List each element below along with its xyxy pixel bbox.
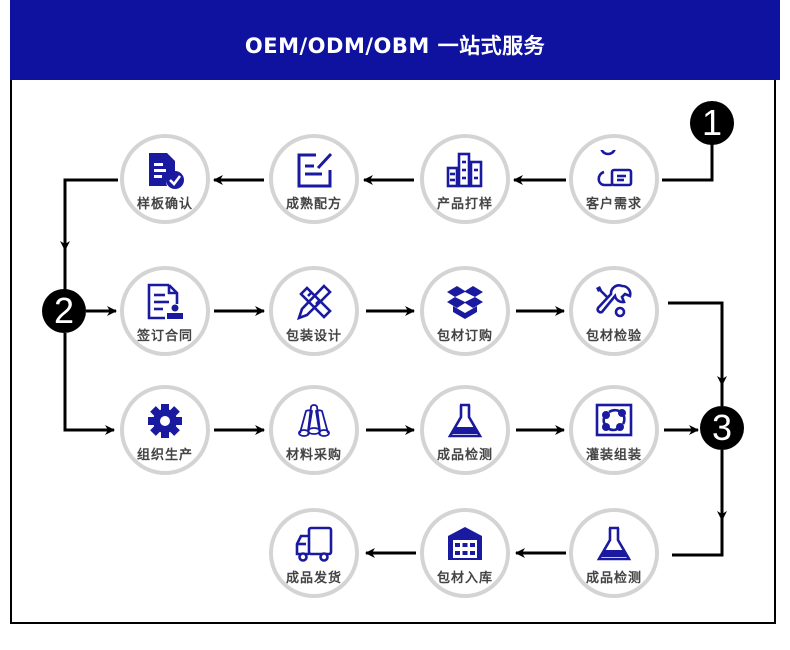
step-label: 成品检测 (436, 448, 493, 463)
step-customer-demand: 客户需求 (569, 134, 659, 224)
step-mature-formula: 成熟配方 (269, 134, 359, 224)
step-organize-production: 组织生产 (120, 385, 210, 475)
step-filling-assembly: 灌装组装 (569, 385, 659, 475)
step-label: 包材入库 (436, 571, 493, 586)
step-packaging-storage: 包材入库 (420, 508, 510, 598)
bar-columns-icon (446, 152, 483, 188)
step-packaging-inspection: 包材检验 (569, 266, 659, 356)
step-label: 签订合同 (136, 329, 193, 344)
step-sign-contract: 签订合同 (120, 266, 210, 356)
gear-icon (148, 404, 182, 438)
step-packaging-design: 包装设计 (269, 266, 359, 356)
step-label: 客户需求 (585, 197, 642, 212)
step-sample-confirmation: 样板确认 (120, 134, 210, 224)
diagram-frame (10, 80, 776, 624)
connector-8-marker3 (668, 301, 727, 386)
cylinders-icon (298, 404, 330, 437)
step-product-testing: 成品检测 (420, 385, 510, 475)
flask-icon (596, 526, 632, 561)
contract-stamp-icon (147, 283, 183, 320)
step-label: 成熟配方 (285, 197, 342, 212)
flask-icon (447, 403, 483, 438)
open-box-icon (447, 286, 483, 319)
pencil-ruler-icon (296, 284, 332, 321)
step-material-purchasing: 材料采购 (269, 385, 359, 475)
user-card-icon (597, 150, 633, 187)
step-product-sampling: 产品打样 (420, 134, 510, 224)
step-label: 成品检测 (585, 571, 642, 586)
connector-marker2-9 (63, 333, 115, 435)
step-marker-2: 2 (42, 289, 86, 333)
cycle-frame-icon (595, 403, 633, 437)
warehouse-icon (448, 527, 482, 560)
step-final-testing: 成品检测 (569, 508, 659, 598)
step-label: 产品打样 (436, 197, 493, 212)
document-check-icon (149, 153, 184, 189)
step-marker-1: 1 (690, 101, 734, 145)
edit-document-icon (297, 152, 333, 188)
step-label: 样板确认 (136, 197, 193, 212)
step-packaging-ordering: 包材订购 (420, 266, 510, 356)
connector-marker3-13 (672, 518, 724, 557)
wrench-screwdriver-icon (596, 284, 632, 318)
step-label: 材料采购 (285, 448, 342, 463)
connector-4-marker2 (63, 178, 118, 250)
step-product-shipping: 成品发货 (269, 508, 359, 598)
step-label: 灌装组装 (585, 448, 642, 463)
truck-icon (295, 526, 333, 562)
step-label: 包材检验 (585, 329, 642, 344)
page-title: OEM/ODM/OBM 一站式服务 (244, 34, 546, 58)
step-label: 包装设计 (285, 329, 342, 344)
header-banner: OEM/ODM/OBM 一站式服务 (10, 0, 780, 80)
step-label: 包材订购 (436, 329, 493, 344)
step-label: 组织生产 (136, 448, 193, 463)
step-marker-3: 3 (700, 406, 744, 450)
step-label: 成品发货 (285, 571, 342, 586)
connector-start (662, 140, 714, 182)
